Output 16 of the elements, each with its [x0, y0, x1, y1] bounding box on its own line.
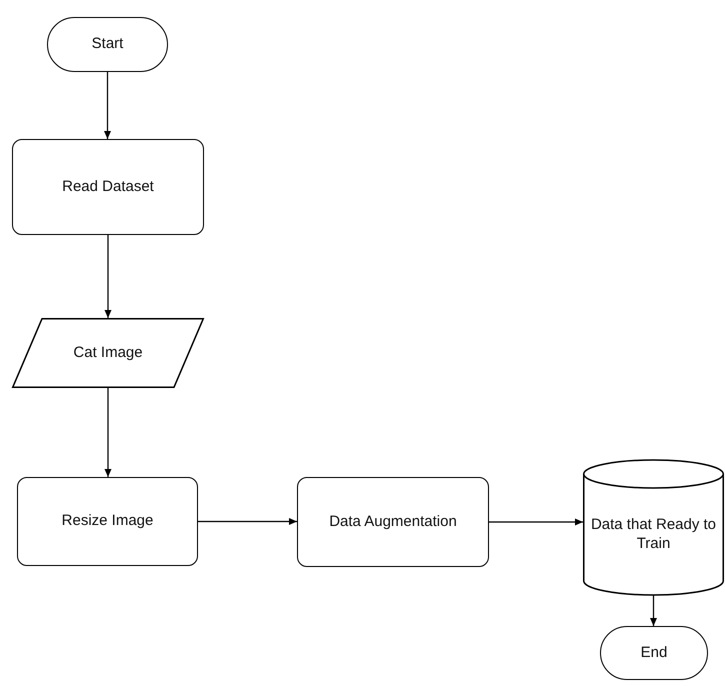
process-box: [12, 139, 204, 235]
node-label: Read Dataset: [61, 178, 155, 196]
process-box: [17, 477, 198, 566]
node-label: Data Augmentation: [328, 512, 458, 532]
arrow: [489, 518, 583, 526]
node-label: Data that Ready to Train: [590, 516, 718, 554]
arrow: [650, 595, 657, 626]
arrow: [198, 518, 297, 525]
node-label: Start: [90, 35, 124, 54]
arrow: [104, 235, 112, 318]
process-box: [297, 477, 489, 567]
arrow: [104, 72, 111, 139]
node-label: Resize Image: [60, 512, 154, 531]
node-label: End: [640, 644, 668, 662]
node-label: Cat Image: [72, 344, 144, 362]
arrow: [104, 388, 112, 477]
